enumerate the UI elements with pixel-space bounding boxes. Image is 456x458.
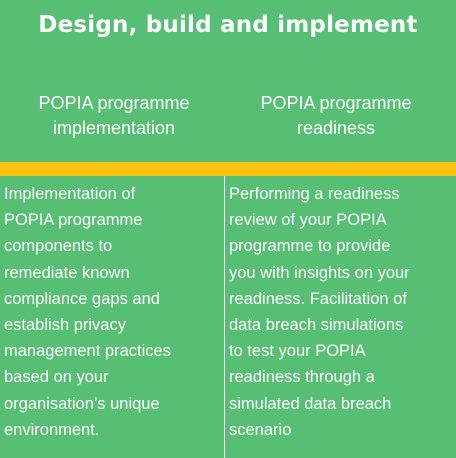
body-line: scenario <box>229 420 292 439</box>
body-line: organisation’s unique <box>4 394 160 413</box>
column-heading-readiness: POPIA programme readiness <box>228 91 444 141</box>
body-line: Implementation of <box>4 185 136 203</box>
heading-line: readiness <box>296 118 376 138</box>
body-line: components to <box>4 237 113 256</box>
heading-line: implementation <box>52 118 176 138</box>
body-line: readiness. Facilitation of <box>229 289 407 308</box>
body-line: Performing a readiness <box>229 185 400 203</box>
body-line: to test your POPIA <box>229 342 366 361</box>
body-line: remediate known <box>4 263 130 282</box>
body-line: based on your <box>4 368 109 387</box>
body-line: management practices <box>4 342 171 361</box>
column-separator <box>224 176 225 458</box>
accent-divider-bar <box>0 162 456 176</box>
body-line: programme to provide <box>229 237 391 256</box>
body-line: simulated data breach <box>229 394 392 413</box>
column-body-readiness: Performing a readiness review of your PO… <box>229 181 451 443</box>
body-line: environment. <box>4 420 100 439</box>
body-line: readiness through a <box>229 368 375 387</box>
body-line: POPIA programme <box>4 211 143 230</box>
body-line: compliance gaps and <box>4 289 160 308</box>
body-line: review of your POPIA <box>229 211 387 230</box>
panel-title: Design, build and implement <box>38 12 418 38</box>
column-body-implementation: Implementation of POPIA programme compon… <box>4 181 214 443</box>
heading-line: POPIA programme <box>260 93 412 113</box>
body-line: establish privacy <box>4 316 126 335</box>
heading-line: POPIA programme <box>38 93 190 113</box>
column-heading-implementation: POPIA programme implementation <box>6 91 222 141</box>
body-line: you with insights on your <box>229 263 410 282</box>
body-line: data breach simulations <box>229 316 404 335</box>
